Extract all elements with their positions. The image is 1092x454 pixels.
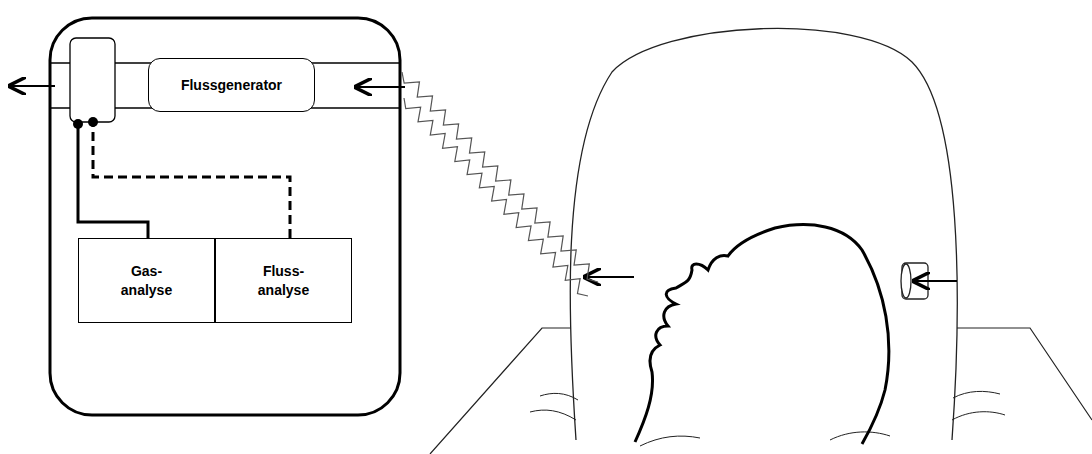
node-label: Flussgenerator bbox=[181, 76, 282, 95]
flow-generator-box: Flussgenerator bbox=[148, 58, 315, 112]
hood bbox=[570, 28, 957, 440]
gas-analysis-box: Gas- analyse bbox=[78, 238, 215, 323]
device-housing bbox=[50, 18, 400, 415]
port bbox=[73, 119, 83, 129]
sensor-chamber bbox=[70, 38, 115, 122]
hose-wall bbox=[402, 72, 598, 282]
flow-line bbox=[93, 122, 290, 238]
head-profile bbox=[635, 225, 889, 444]
hood-folds bbox=[530, 391, 1005, 446]
flow-analysis-box: Fluss- analyse bbox=[215, 238, 352, 323]
port bbox=[88, 117, 98, 127]
hose-wall bbox=[404, 98, 588, 296]
node-label: Fluss- analyse bbox=[258, 262, 309, 300]
gas-line bbox=[78, 124, 148, 238]
node-label: Gas- analyse bbox=[121, 262, 172, 300]
hose bbox=[402, 72, 598, 296]
